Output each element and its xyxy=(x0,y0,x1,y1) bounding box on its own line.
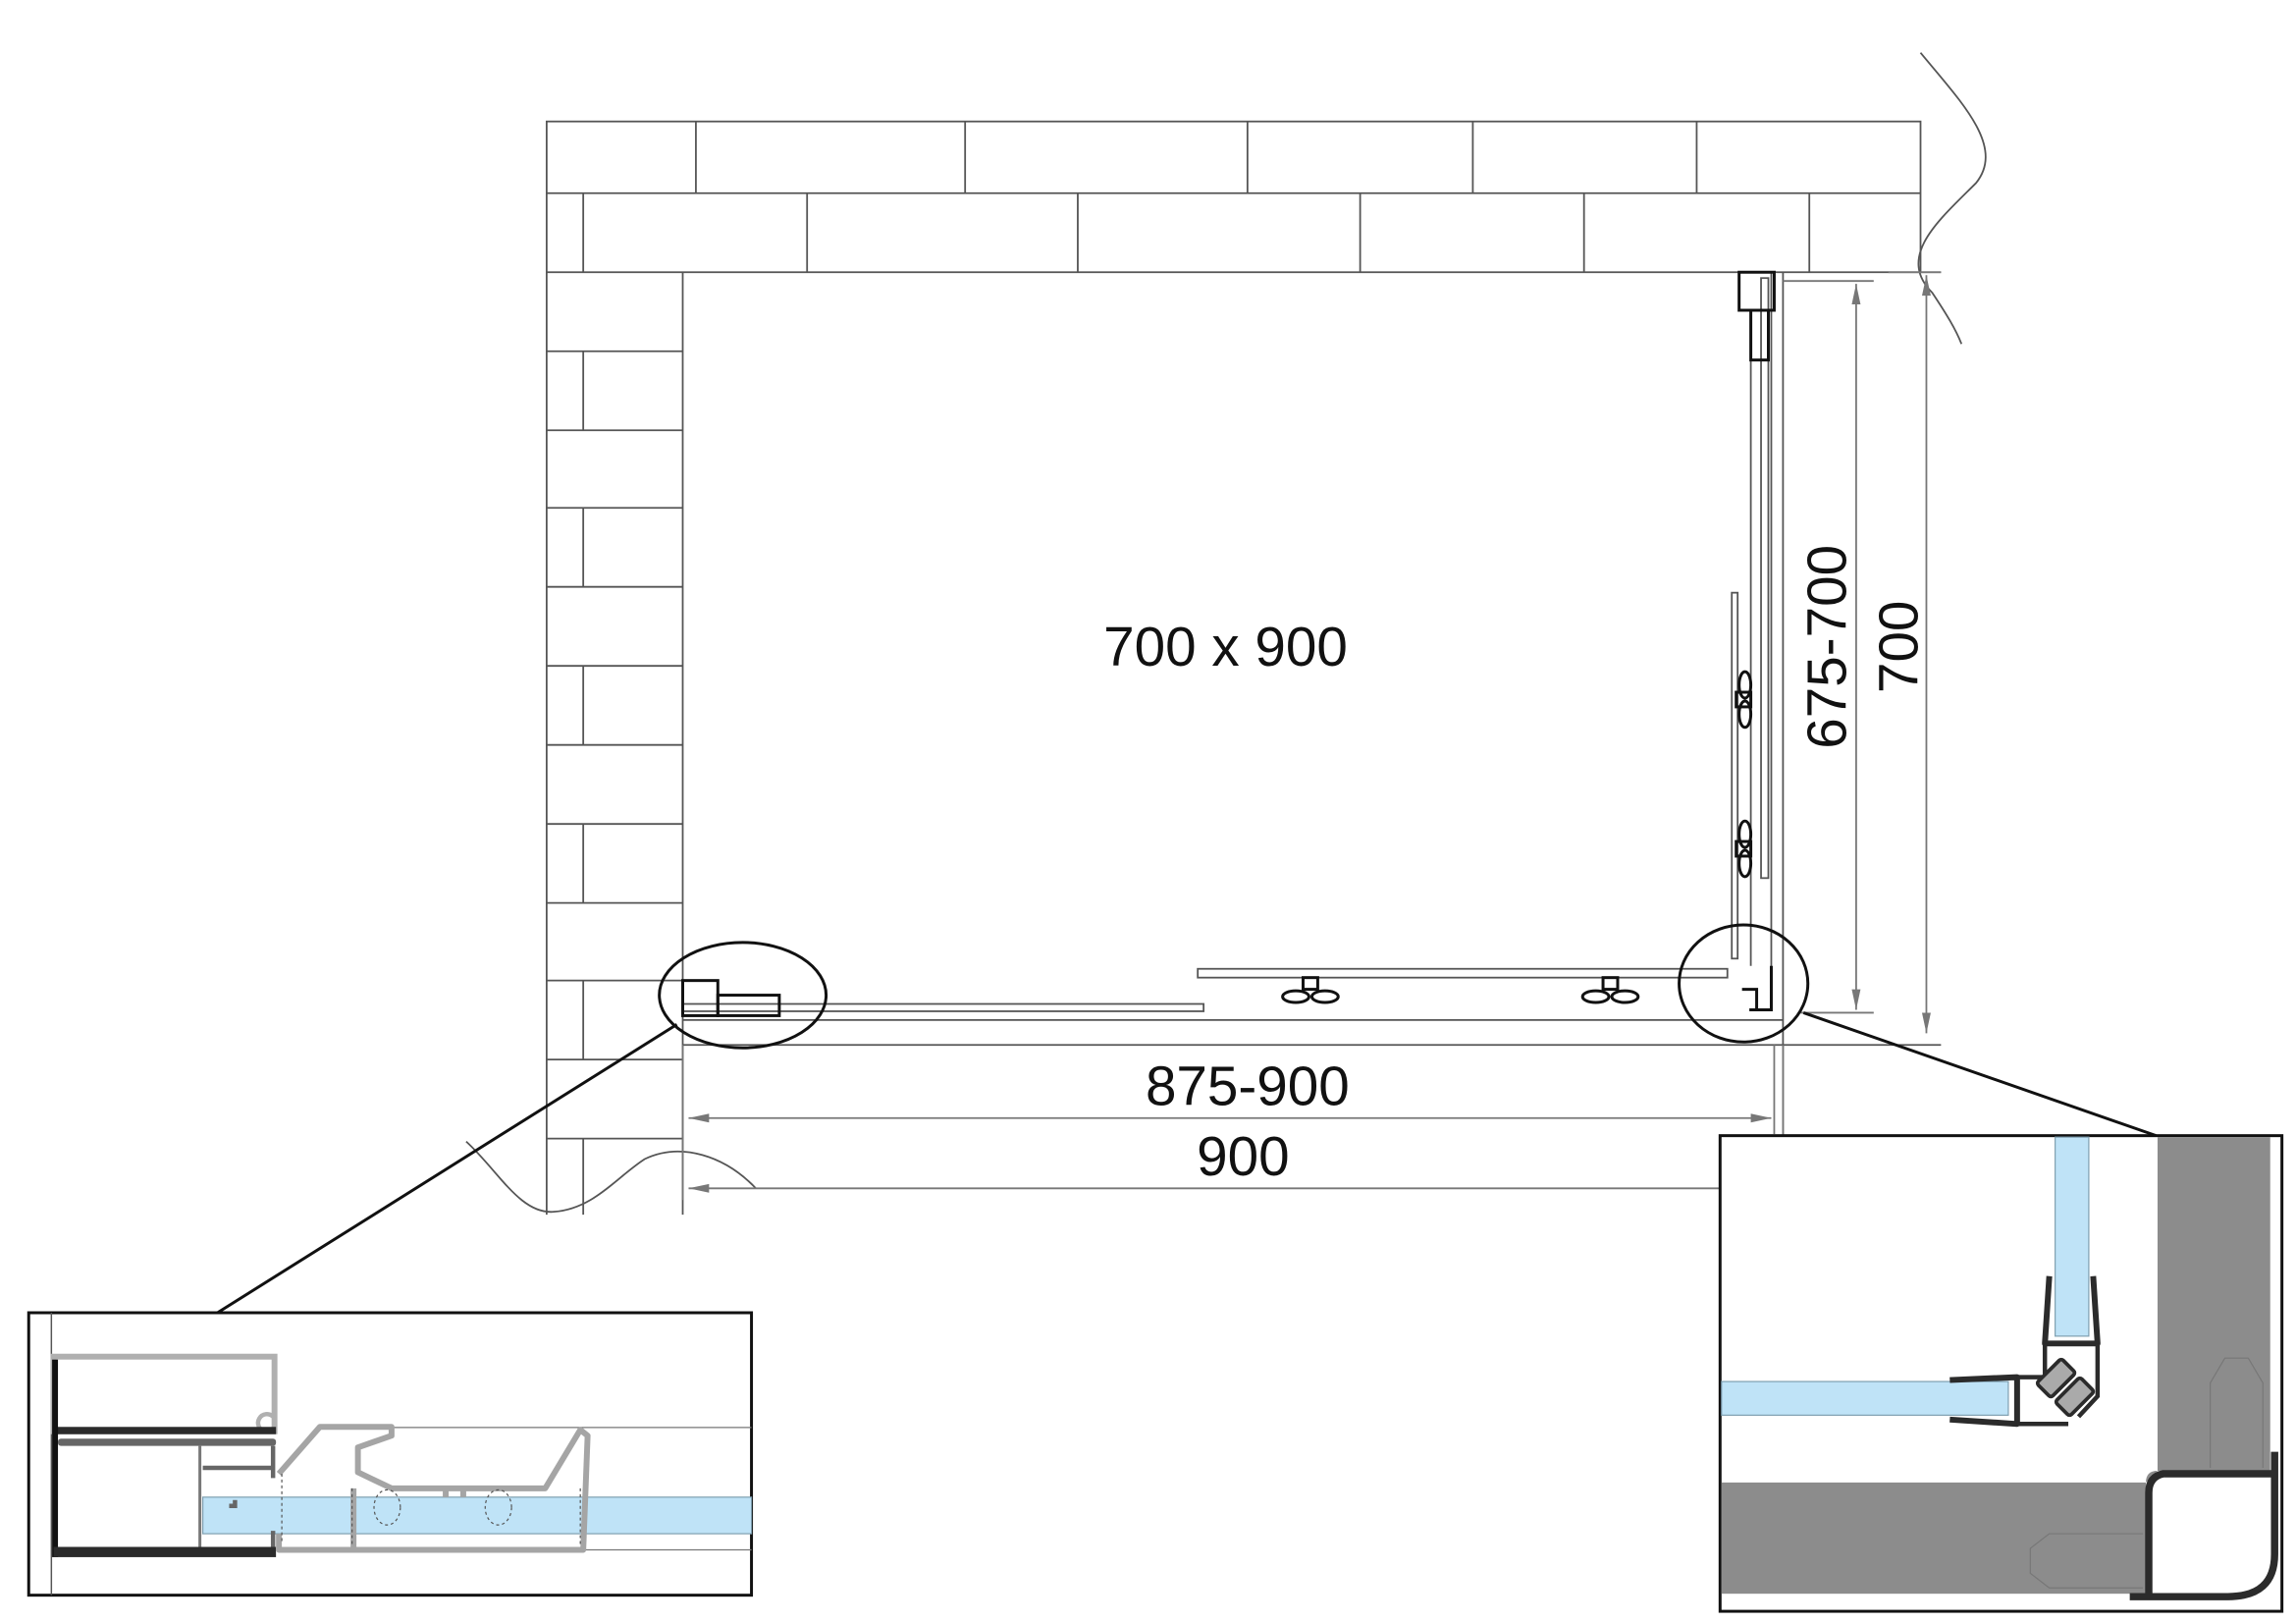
roller-icon xyxy=(1580,976,1640,1004)
inner-width-label: 875-900 xyxy=(1146,1055,1350,1117)
glass-panel-front xyxy=(1721,1380,2009,1416)
top-wall xyxy=(545,52,1987,345)
dimensions: 700 x 900 875-900 900 675-700 700 xyxy=(681,271,1942,1201)
sliding-glass-panel-front xyxy=(1197,967,1729,979)
detail-callouts xyxy=(216,923,2157,1315)
shower-enclosure xyxy=(681,270,1942,1201)
inner-depth-label: 675-700 xyxy=(1796,545,1858,749)
wall-section xyxy=(2157,1137,2270,1471)
vertical-seal xyxy=(2042,1275,2101,1347)
aluminium-profile xyxy=(276,1424,591,1553)
wall-section xyxy=(1721,1482,2147,1595)
outer-width-label: 900 xyxy=(1197,1126,1289,1188)
roller-icon xyxy=(1735,670,1753,730)
outer-depth-label: 700 xyxy=(1869,601,1931,693)
corner-profile xyxy=(2129,1451,2278,1600)
wall-break-line xyxy=(1917,52,1987,345)
fixed-glass-panel-front xyxy=(681,1002,1205,1012)
sliding-glass-panel-side xyxy=(1731,591,1739,960)
wall-break-line xyxy=(465,1140,757,1214)
magnet-icon xyxy=(2035,1357,2096,1418)
glass-panel-side xyxy=(2055,1136,2090,1337)
left-wall xyxy=(465,272,757,1216)
horizontal-seal xyxy=(1949,1374,2020,1428)
roller-icon xyxy=(1281,976,1340,1004)
size-label: 700 x 900 xyxy=(1103,617,1348,678)
roller-icon xyxy=(1735,819,1753,879)
fixed-glass-panel-side xyxy=(1760,277,1770,880)
left-wall-profile-detail xyxy=(27,1311,754,1597)
corner-seal-detail xyxy=(1718,1134,2284,1613)
glass-section xyxy=(202,1496,753,1535)
